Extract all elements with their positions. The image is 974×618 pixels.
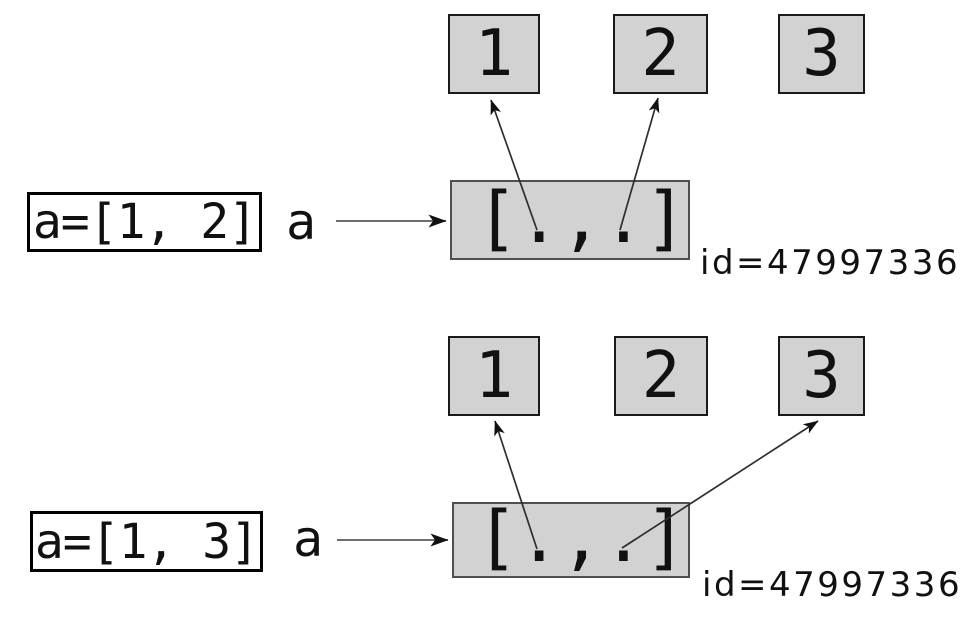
var-label-bottom: a (293, 510, 324, 568)
code-text: a=[1, 3] (34, 513, 259, 570)
list-object-bottom: [.,.] (452, 502, 690, 578)
list-cells: [.,.] (476, 177, 687, 259)
int-box-3-top: 3 (778, 14, 865, 94)
code-box-bottom: a=[1, 3] (30, 511, 263, 572)
int-box-2-bottom: 2 (614, 336, 708, 416)
int-value: 1 (474, 339, 514, 413)
int-box-3-bottom: 3 (778, 336, 865, 416)
var-label-top: a (286, 193, 317, 251)
int-value: 2 (641, 339, 681, 413)
list-object-top: [.,.] (450, 180, 690, 260)
int-value: 3 (802, 17, 841, 91)
list-cells: [.,.] (476, 496, 687, 578)
code-box-top: a=[1, 2] (27, 192, 262, 252)
int-value: 1 (474, 17, 514, 91)
id-label-top: id=47997336 (700, 243, 961, 283)
code-text: a=[1, 2] (32, 194, 257, 250)
int-value: 3 (802, 339, 841, 413)
int-value: 2 (641, 17, 680, 91)
int-box-2-top: 2 (613, 14, 708, 94)
int-box-1-top: 1 (448, 14, 540, 94)
int-box-1-bottom: 1 (448, 336, 540, 416)
id-label-bottom: id=47997336 (702, 565, 963, 605)
